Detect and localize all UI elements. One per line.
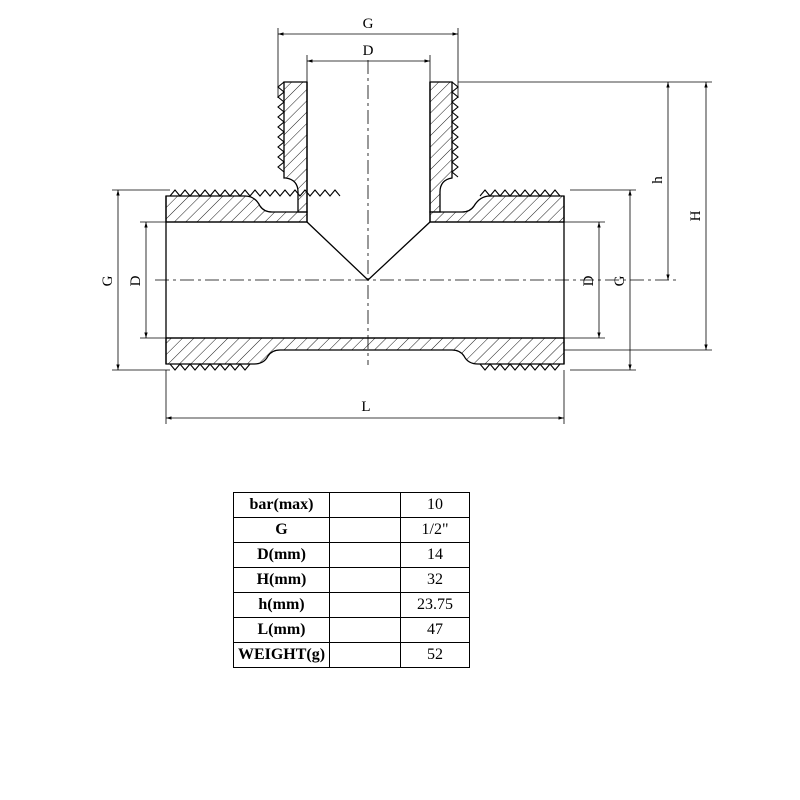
row-value: 14 [400,542,470,568]
row-label: D(mm) [233,542,330,568]
run-top-wall-right [429,195,565,223]
dimension-lines [116,32,708,420]
row-value: 1/2" [400,517,470,543]
spec-table: bar(max) 10 G 1/2" D(mm) 14 H(mm) 32 h(m… [233,492,470,668]
row-label: G [233,517,330,543]
row-label: L(mm) [233,617,330,643]
row-value: 32 [400,567,470,593]
table-row: D(mm) 14 [233,542,470,568]
bore-outline [165,82,565,364]
empty-cell [329,542,401,568]
label-L: L [361,399,370,415]
row-value: 47 [400,617,470,643]
run-top-wall-left [165,195,308,223]
section-hatching [165,81,565,365]
label-right-D: D [581,275,597,286]
row-label: h(mm) [233,592,330,618]
label-left-G: G [100,275,116,286]
empty-cell [329,517,401,543]
label-h: h [650,176,666,184]
empty-cell [329,492,401,518]
table-row: bar(max) 10 [233,492,470,518]
tee-fitting-drawing: G D G D D G h H L [100,16,712,424]
empty-cell [329,592,401,618]
row-label: WEIGHT(g) [233,642,330,668]
run-bottom-wall [165,337,565,365]
table-row: L(mm) 47 [233,617,470,643]
drill-cone [306,221,431,281]
row-value: 10 [400,492,470,518]
center-lines [155,60,680,365]
table-row: h(mm) 23.75 [233,592,470,618]
label-H: H [688,210,704,221]
label-top-D: D [363,43,374,59]
table-row: H(mm) 32 [233,567,470,593]
branch-right-wall [429,81,453,213]
row-label: H(mm) [233,567,330,593]
dimension-labels: G D G D D G h H L [100,16,704,415]
table-row: WEIGHT(g) 52 [233,642,470,668]
row-value: 23.75 [400,592,470,618]
thread-teeth [169,81,561,371]
row-value: 52 [400,642,470,668]
row-label: bar(max) [233,492,330,518]
label-top-G: G [363,16,374,32]
empty-cell [329,617,401,643]
empty-cell [329,642,401,668]
label-left-D: D [128,275,144,286]
empty-cell [329,567,401,593]
table-row: G 1/2" [233,517,470,543]
label-right-G: G [612,275,628,286]
